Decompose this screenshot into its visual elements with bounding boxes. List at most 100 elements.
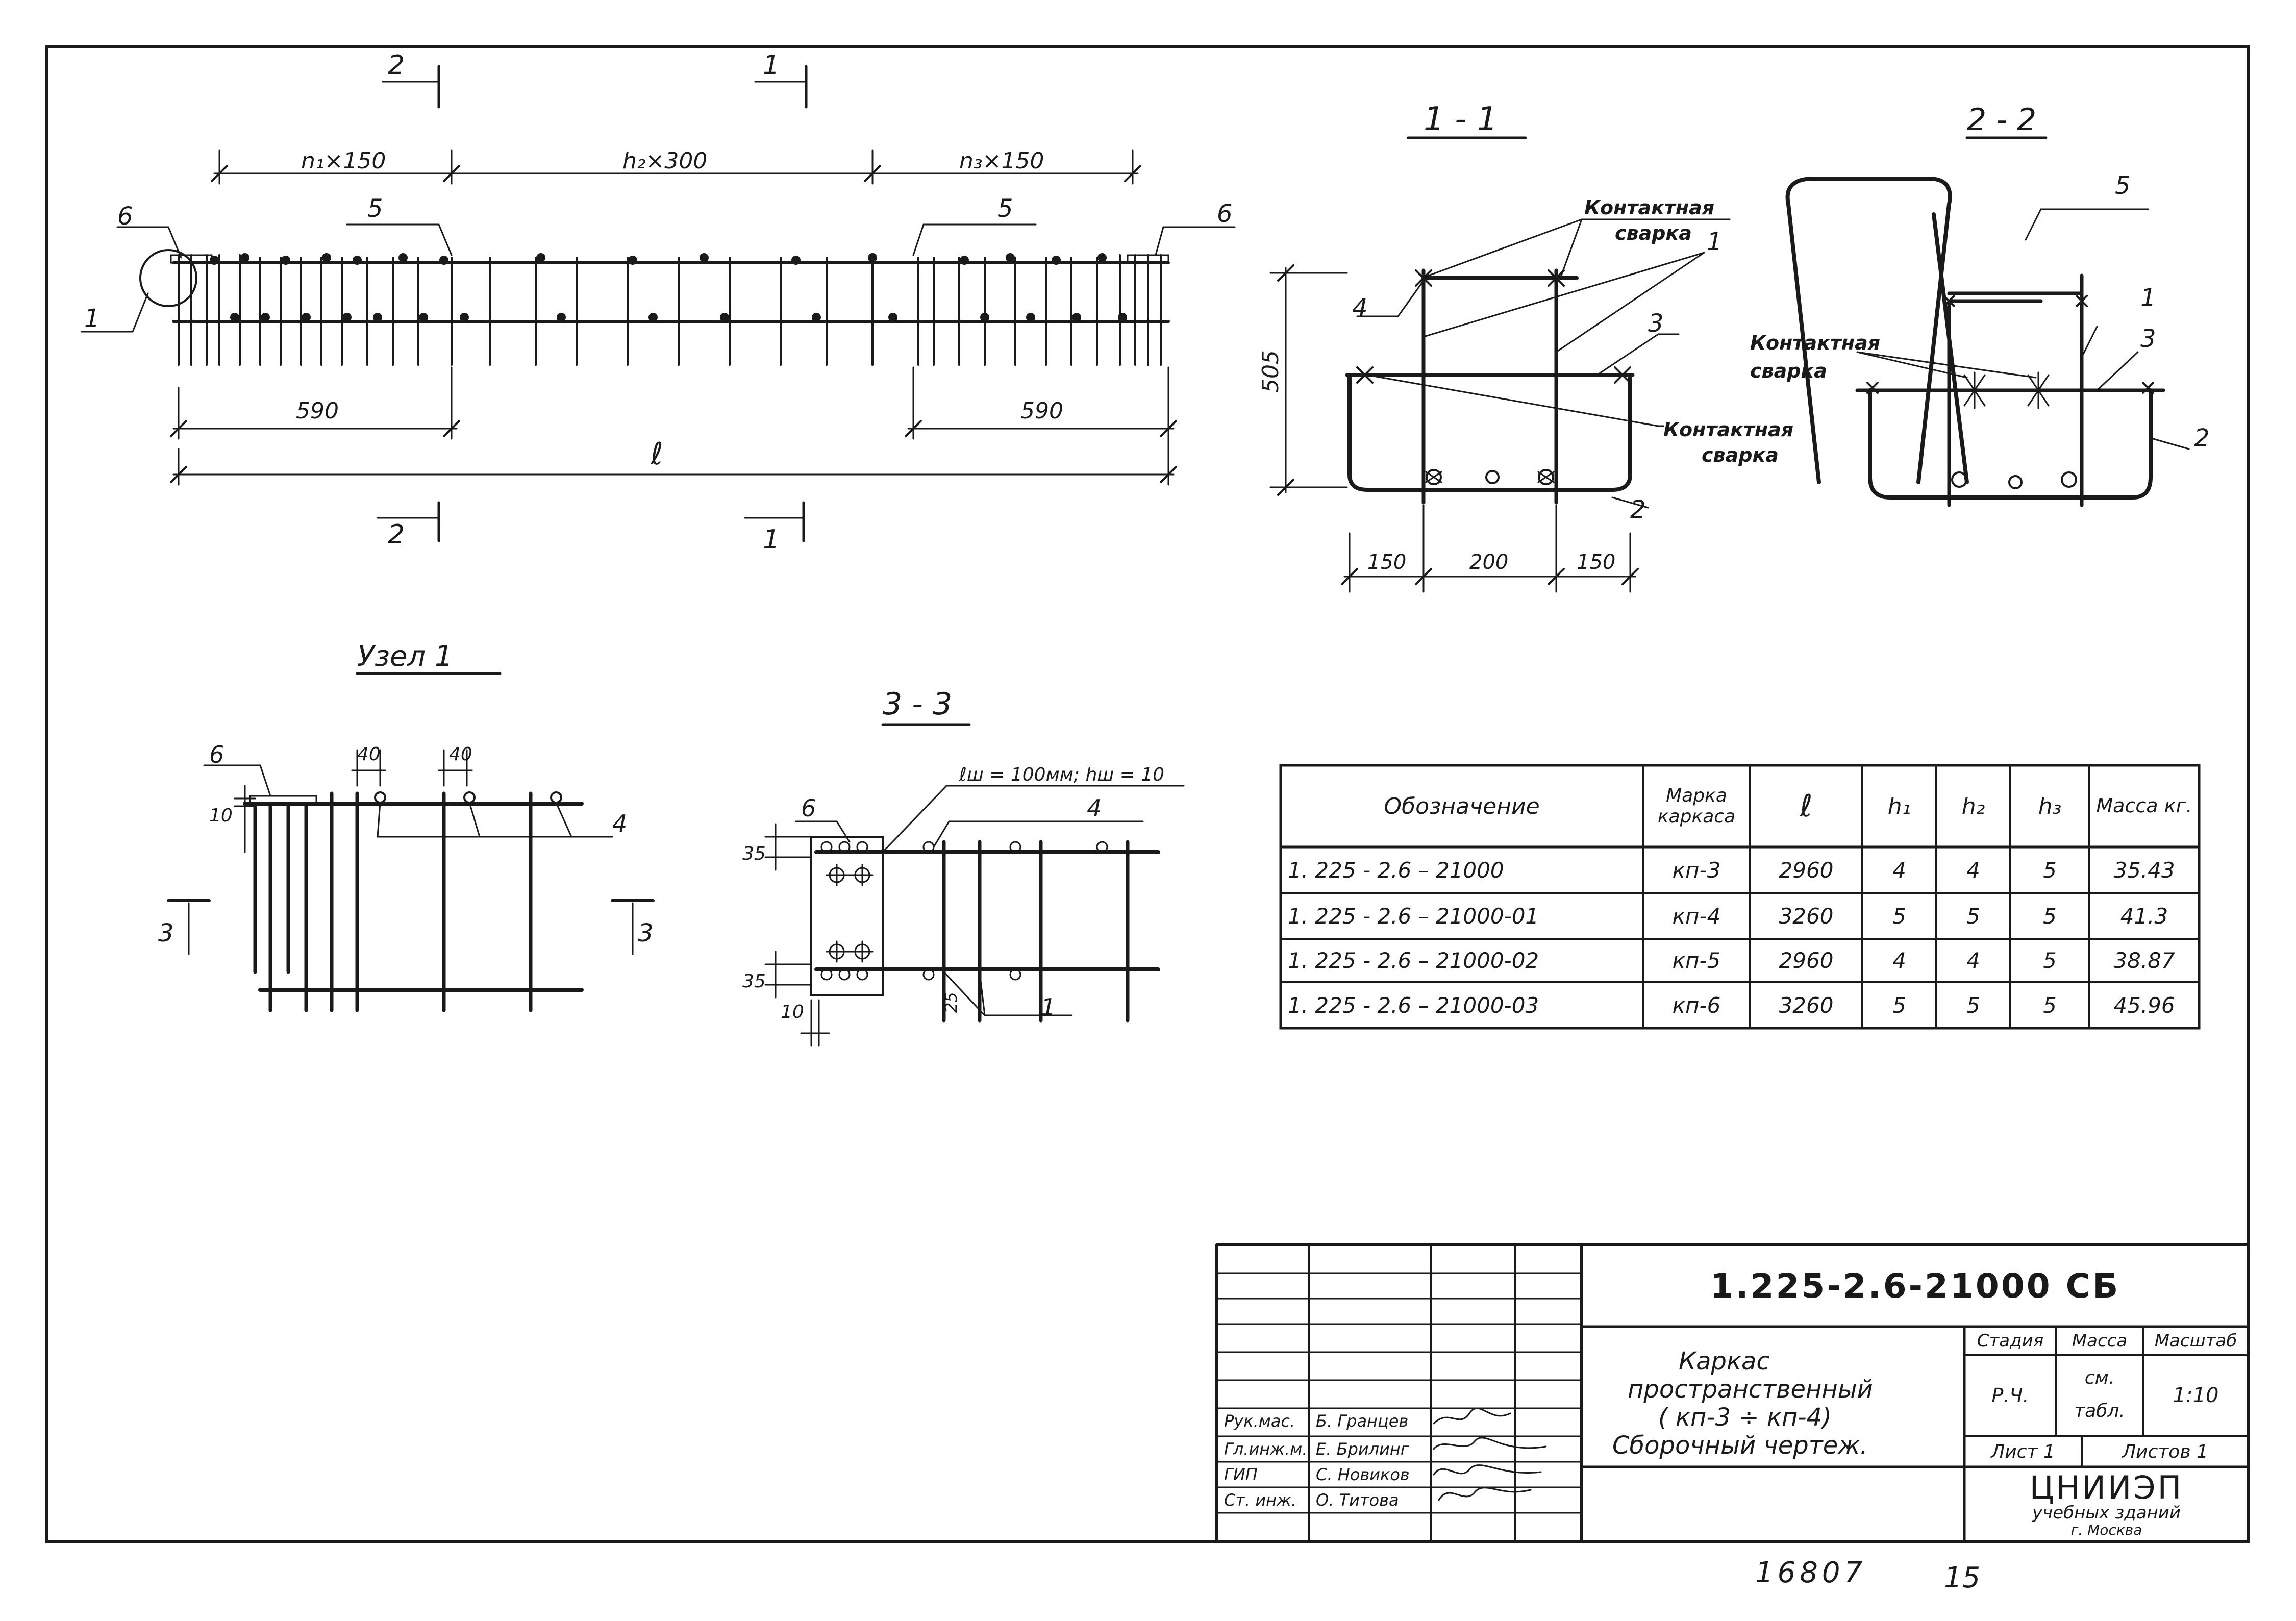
- node-callout-4: 4: [612, 810, 627, 837]
- spec-cell: 5: [2043, 992, 2057, 1018]
- dim-150-left: 150: [1367, 551, 1406, 574]
- rebar-dot: [888, 313, 897, 322]
- dim-200: 200: [1469, 551, 1508, 574]
- section-mark-2-top: 2: [388, 50, 405, 81]
- rebar-dot: [536, 253, 545, 262]
- rebar-dot: [230, 313, 239, 322]
- node-dim-40-a: 40: [357, 744, 381, 765]
- hatch-plate-right: [1127, 254, 1169, 264]
- weld-note-3-line-1: Контактная: [1750, 332, 1880, 354]
- node-1-title: Узел 1: [357, 640, 453, 673]
- rebar-dot: [322, 253, 331, 262]
- rebar-dot: [628, 256, 637, 265]
- rebar-dot: [302, 313, 311, 322]
- rebar-dot: [281, 256, 290, 265]
- main-elevation: [81, 65, 1236, 542]
- dim-590-left: 590: [296, 398, 339, 424]
- spec-cell: 4: [1966, 857, 1980, 883]
- section-1-1-title: 1 - 1: [1424, 101, 1498, 138]
- staff-role: Рук.мас.: [1224, 1411, 1295, 1431]
- rebar-dot: [398, 253, 408, 262]
- section-3-3-title: 3 - 3: [883, 686, 952, 722]
- spec-table-grid: [1279, 764, 2201, 1030]
- callout-6-left: 6: [117, 202, 133, 231]
- col-header-mass: Масса кг.: [2096, 794, 2192, 817]
- spec-cell: 5: [2043, 903, 2057, 929]
- spec-cell: 5: [2043, 857, 2057, 883]
- s33-dim-35-top: 35: [742, 843, 766, 864]
- section-2-2-title: 2 - 2: [1967, 102, 2036, 138]
- dim-n3: n₃×150: [959, 148, 1044, 174]
- sheets-label: Листов 1: [2122, 1441, 2208, 1462]
- dim-505: 505: [1258, 350, 1284, 393]
- col-header-h1: h₁: [1887, 793, 1911, 819]
- s11-callout-3: 3: [1648, 309, 1664, 338]
- node-callout-6: 6: [209, 741, 224, 768]
- s33-dim-35-bottom: 35: [742, 971, 766, 992]
- col-header-l: ℓ: [1800, 788, 1813, 824]
- s33-dim-10: 10: [781, 1002, 804, 1023]
- staff-name: Е. Брилинг: [1316, 1439, 1409, 1459]
- staff-role: Гл.инж.м.: [1224, 1439, 1308, 1459]
- rebar-dot: [1072, 313, 1081, 322]
- signatures: [1433, 1407, 1547, 1501]
- spec-cell: 2960: [1779, 948, 1834, 973]
- rebar-dot: [342, 313, 352, 322]
- weld-note-1-line-2: сварка: [1615, 222, 1692, 244]
- archive-number: 16807: [1755, 1556, 1867, 1589]
- spec-cell: 41.3: [2120, 903, 2168, 929]
- sheet-label: Лист 1: [1991, 1441, 2055, 1462]
- staff-name: Б. Гранцев: [1316, 1411, 1409, 1431]
- dim-150-right: 150: [1577, 551, 1615, 574]
- s22-callout-2: 2: [2194, 424, 2210, 453]
- col-header-h2: h₂: [1961, 793, 1985, 819]
- s11-callout-2: 2: [1630, 495, 1646, 524]
- rebar-dot: [868, 253, 877, 262]
- spec-cell: 1. 225 - 2.6 – 21000: [1288, 857, 1504, 883]
- section-mark-2-bottom: 2: [388, 519, 405, 550]
- title-line-1: Каркас: [1679, 1347, 1770, 1376]
- rebar-dot: [1026, 313, 1035, 322]
- callout-5-left: 5: [367, 194, 383, 223]
- spec-cell: 1. 225 - 2.6 – 21000-01: [1288, 903, 1539, 929]
- spec-cell: 1. 225 - 2.6 – 21000-02: [1288, 948, 1539, 973]
- rebar-dot: [1097, 253, 1107, 262]
- rebar-dot: [419, 313, 428, 322]
- section-1-1: [1269, 136, 1731, 593]
- s11-callout-1: 1: [1707, 228, 1723, 256]
- spec-cell: 5: [1892, 903, 1906, 929]
- rebar-dot: [960, 256, 969, 265]
- callout-5-right: 5: [997, 194, 1013, 223]
- callout-6-right: 6: [1217, 199, 1233, 228]
- spec-cell: 35.43: [2113, 857, 2175, 883]
- spec-cell: 38.87: [2113, 948, 2175, 973]
- col-header-h3: h₃: [2038, 793, 2062, 819]
- node-dim-40-b: 40: [449, 744, 472, 765]
- rebar-dot: [720, 313, 729, 322]
- spec-cell: 5: [1966, 992, 1980, 1018]
- rebar-dot: [980, 313, 989, 322]
- title-line-2: пространственный: [1628, 1375, 1873, 1404]
- sheet-frame: [45, 45, 2250, 1543]
- section-3-3: [764, 723, 1185, 1047]
- document-code: 1.225-2.6-21000 СБ: [1710, 1266, 2120, 1306]
- rebar-dot: [1006, 253, 1015, 262]
- spec-cell: 5: [2043, 948, 2057, 973]
- rebar-dot: [1052, 256, 1061, 265]
- weld-note-2-line-2: сварка: [1702, 444, 1779, 466]
- s33-callout-6: 6: [801, 794, 816, 822]
- mass-value-1: см.: [2084, 1367, 2115, 1388]
- rebar-dot: [557, 313, 566, 322]
- rebar-dot: [460, 313, 469, 322]
- node-1-detail: [167, 672, 655, 1012]
- organization-subtitle: учебных зданий: [2032, 1503, 2181, 1523]
- dim-h2: h₂×300: [622, 148, 707, 174]
- spec-cell: 4: [1892, 857, 1906, 883]
- staff-role: ГИП: [1224, 1465, 1258, 1484]
- scale-label: Масштаб: [2154, 1330, 2237, 1351]
- spec-cell: 5: [1892, 992, 1906, 1018]
- scale-value: 1:10: [2173, 1384, 2219, 1407]
- s33-dim-25: 25: [941, 992, 961, 1013]
- dim-l: ℓ: [650, 436, 663, 472]
